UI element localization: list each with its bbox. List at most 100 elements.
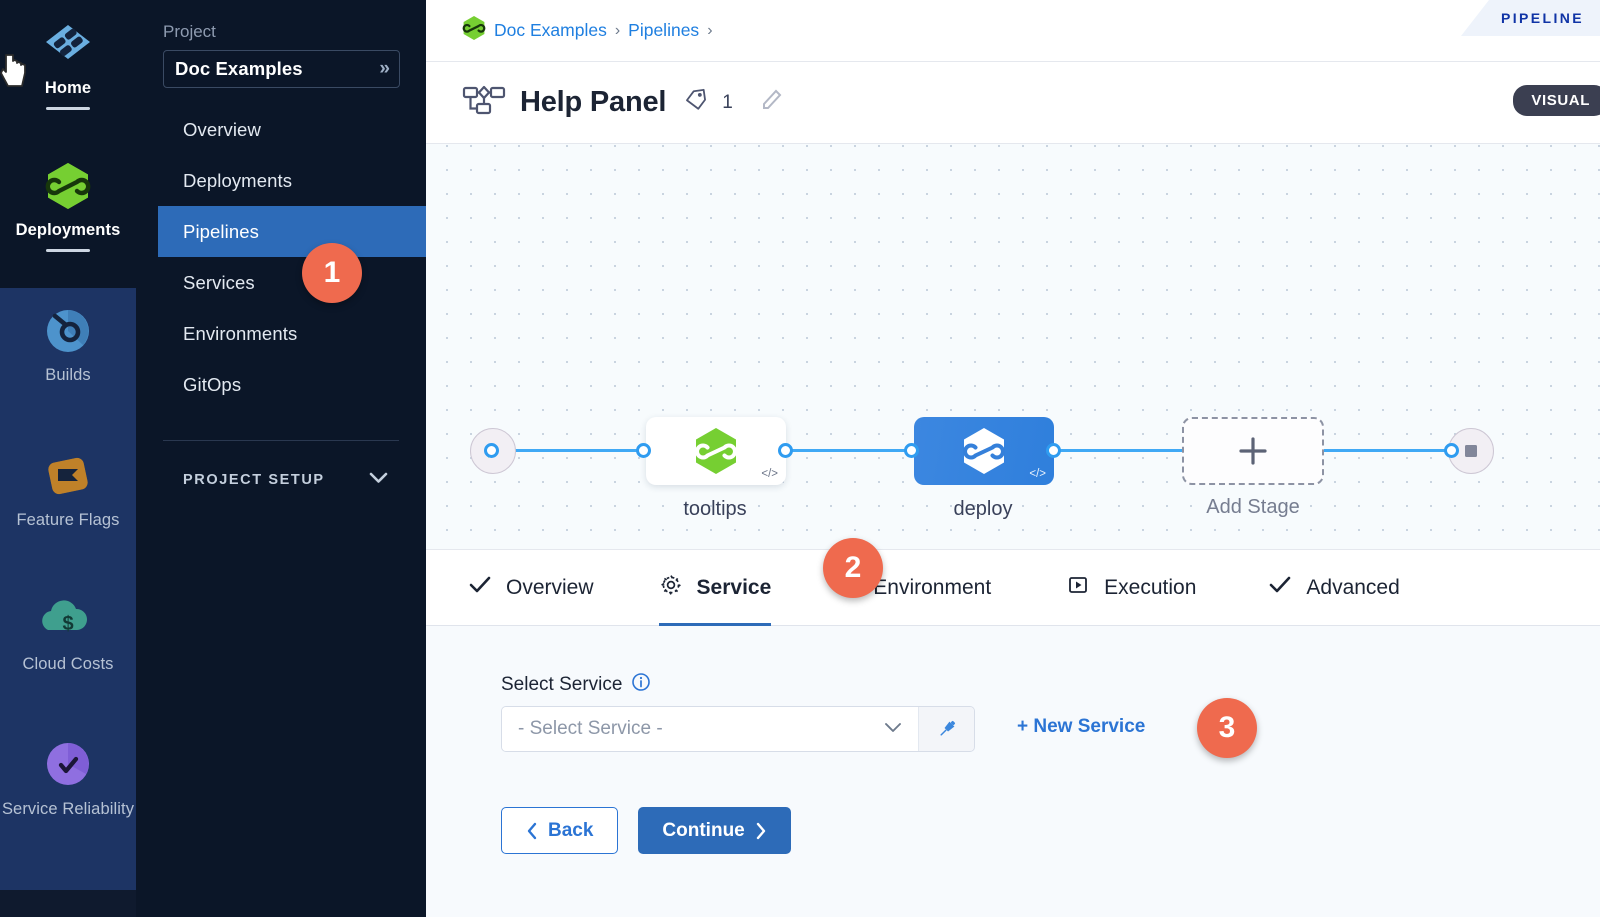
connector-line	[1052, 449, 1239, 452]
add-stage-button[interactable]	[1182, 417, 1324, 485]
sidebar-item-pipelines[interactable]: Pipelines	[158, 206, 426, 257]
back-button[interactable]: Back	[501, 807, 619, 854]
mouse-cursor-icon	[0, 52, 34, 97]
breadcrumb-item-pipelines[interactable]: Pipelines	[628, 20, 700, 40]
rail-bottom-section	[0, 288, 136, 890]
rail-item-deployments[interactable]: Deployments	[0, 160, 136, 252]
step-tab-bar: Overview Service Environment Execution A…	[426, 550, 1600, 627]
rail-item-label: Cloud Costs	[22, 655, 114, 673]
chevron-down-icon[interactable]	[883, 720, 903, 739]
continue-button-label: Continue	[662, 819, 745, 841]
breadcrumb-item-project[interactable]: Doc Examples	[494, 20, 607, 40]
back-button-label: Back	[548, 819, 594, 841]
sidebar-item-overview[interactable]: Overview	[136, 104, 426, 155]
harness-hexagon-green	[695, 428, 737, 474]
sidebar-item-label: Pipelines	[183, 220, 259, 242]
new-service-link[interactable]: + New Service	[1017, 716, 1146, 737]
sidebar-item-label: Overview	[183, 118, 261, 140]
tag-icon	[684, 88, 708, 117]
breadcrumb: Doc Examples › Pipelines › PIPELINE	[426, 0, 1600, 62]
chevron-left-icon	[527, 822, 537, 839]
check-icon	[1268, 575, 1292, 600]
harness-project-icon	[462, 15, 486, 46]
info-icon[interactable]	[631, 672, 651, 698]
sidebar-item-label: Services	[183, 271, 255, 293]
form-button-row: Back Continue	[501, 807, 791, 854]
harness-hexagon-white	[963, 428, 1005, 474]
chevron-right-icon	[756, 822, 765, 839]
service-select-input[interactable]: - Select Service -	[502, 707, 919, 751]
mode-badge-visual[interactable]: VISUAL	[1513, 85, 1600, 116]
stage-node-deploy[interactable]: </>	[914, 417, 1054, 485]
project-nav-list: Overview Deployments Pipelines Services …	[136, 104, 426, 410]
stage-node-tooltips[interactable]: </>	[646, 417, 786, 485]
continue-button[interactable]: Continue	[638, 807, 791, 854]
project-setup-section[interactable]: PROJECT SETUP	[136, 471, 426, 488]
rail-item-feature-flags[interactable]: Feature Flags	[0, 450, 136, 530]
project-selector-name: Doc Examples	[175, 58, 303, 79]
sidebar-item-environments[interactable]: Environments	[136, 308, 426, 359]
rail-item-label: Deployments	[15, 221, 121, 239]
breadcrumb-separator: ›	[614, 21, 621, 39]
gear-icon	[659, 573, 683, 602]
connector-port[interactable]	[778, 443, 793, 458]
tab-execution[interactable]: Execution	[1066, 550, 1196, 626]
project-selector[interactable]: Doc Examples »	[163, 50, 400, 88]
cloud-costs-module-icon: $	[40, 594, 96, 646]
tab-pipeline[interactable]: PIPELINE	[1461, 0, 1600, 36]
callout-number: 1	[323, 256, 341, 289]
callout-number: 2	[844, 551, 862, 584]
callout-number: 3	[1218, 711, 1236, 744]
service-form-panel	[426, 626, 1600, 917]
rail-item-home[interactable]: Home	[0, 18, 136, 110]
tab-label: Overview	[506, 575, 594, 599]
tab-advanced[interactable]: Advanced	[1268, 550, 1400, 626]
pencil-icon[interactable]	[759, 87, 785, 118]
page-title: Help Panel	[520, 86, 667, 118]
pin-button[interactable]	[919, 707, 974, 751]
home-module-icon	[40, 18, 96, 70]
tab-label: Execution	[1104, 575, 1197, 599]
rail-item-label: Home	[44, 79, 92, 97]
callout-badge-1: 1	[302, 243, 362, 303]
rail-item-label: Feature Flags	[16, 511, 120, 529]
main-content: Doc Examples › Pipelines › PIPELINE Help…	[426, 0, 1600, 917]
connector-line	[486, 449, 664, 452]
plus-icon	[1239, 437, 1267, 465]
callout-badge-2: 2	[823, 538, 883, 598]
rail-item-cloud-costs[interactable]: $ Cloud Costs	[0, 594, 136, 674]
stage-label: deploy	[953, 498, 1013, 520]
project-setup-label: PROJECT SETUP	[183, 471, 325, 488]
stop-icon	[1465, 445, 1477, 457]
sidebar-item-services[interactable]: Services	[136, 257, 426, 308]
stage-label: tooltips	[683, 498, 747, 520]
sidebar-item-gitops[interactable]: GitOps	[136, 359, 426, 410]
module-rail: Home Deployments	[0, 0, 136, 917]
stage-code-badge: </>	[1029, 468, 1046, 480]
chevron-double-right-icon: »	[379, 58, 389, 79]
connector-line	[784, 449, 918, 452]
connector-port[interactable]	[1046, 443, 1061, 458]
tab-overview[interactable]: Overview	[468, 550, 594, 626]
select-service-label: Select Service	[501, 672, 651, 698]
rail-item-service-reliability[interactable]: Service Reliability	[0, 738, 136, 820]
tab-service[interactable]: Service	[658, 550, 772, 627]
service-select-placeholder: - Select Service -	[518, 718, 663, 739]
pin-icon	[939, 720, 955, 736]
sidebar-divider	[163, 440, 399, 441]
callout-badge-3: 3	[1197, 698, 1257, 758]
rail-item-builds[interactable]: Builds	[0, 305, 136, 385]
pipeline-canvas[interactable]: </> tooltips </> deploy Add Stage	[426, 144, 1600, 550]
tab-pipeline-label: PIPELINE	[1501, 10, 1584, 26]
sidebar-item-deployments[interactable]: Deployments	[136, 155, 426, 206]
chevron-down-icon	[369, 471, 388, 488]
connector-port[interactable]	[1444, 443, 1459, 458]
connector-port[interactable]	[904, 443, 919, 458]
connector-line	[1318, 449, 1468, 452]
tab-label: Service	[696, 575, 772, 599]
connector-port[interactable]	[636, 443, 651, 458]
service-select[interactable]: - Select Service -	[501, 706, 975, 752]
select-service-label-text: Select Service	[501, 674, 623, 695]
connector-port[interactable]	[484, 443, 499, 458]
